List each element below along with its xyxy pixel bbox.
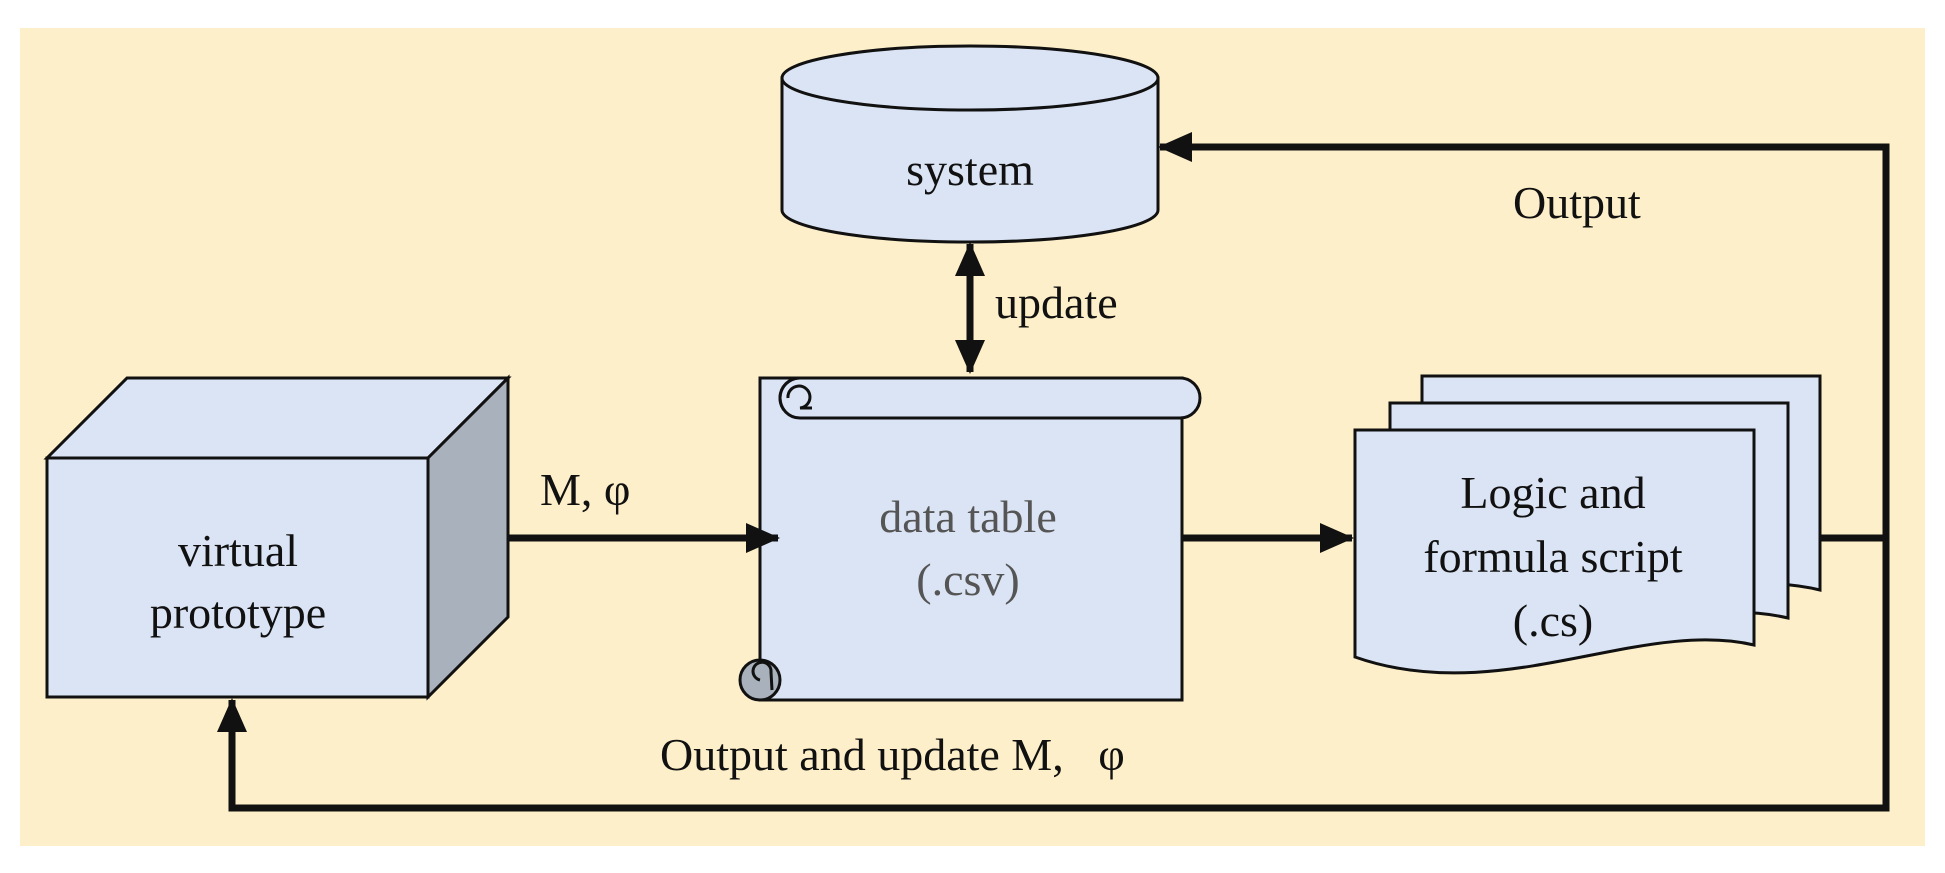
box-front-face: [45, 456, 430, 699]
script-to-system-label: Output: [1513, 177, 1641, 228]
system-database: system: [780, 44, 1160, 244]
arrow-script-to-system: [1158, 132, 1890, 542]
script-label-line1: Logic and: [1460, 467, 1645, 518]
system-cylinder-top: [780, 44, 1160, 112]
script-to-prototype-label: Output and update M, φ: [660, 729, 1125, 780]
system-cylinder-body: [780, 76, 1160, 244]
scroll-top-roll: [778, 376, 1202, 420]
arrow-script-to-prototype: [217, 538, 1890, 812]
data-table-scroll: data table (.csv): [738, 376, 1202, 702]
data-table-label-line1: data table: [879, 491, 1057, 542]
script-label-line2: formula script: [1423, 531, 1683, 582]
data-table-label-line2: (.csv): [916, 554, 1019, 605]
script-label-line3: (.cs): [1513, 595, 1593, 646]
virtual-prototype-label-line2: prototype: [150, 587, 326, 638]
script-document-front: [1353, 428, 1756, 675]
system-label: system: [906, 144, 1034, 195]
virtual-prototype-box: virtual prototype: [43, 374, 512, 701]
scroll-bottom-curl: [751, 660, 774, 691]
scroll-top-curl: [778, 376, 812, 411]
table-system-label: update: [995, 277, 1118, 328]
virtual-prototype-label-line1: virtual: [178, 525, 298, 576]
script-documents: Logic and formula script (.cs): [1353, 374, 1822, 675]
prototype-to-table-label: M, φ: [540, 464, 630, 515]
